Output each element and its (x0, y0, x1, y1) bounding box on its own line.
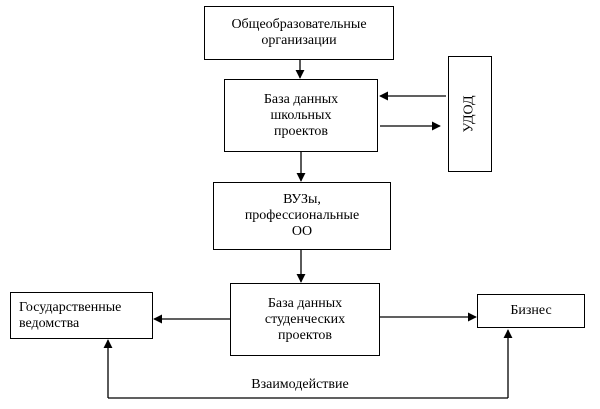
node-udod: УДОД (448, 56, 492, 172)
node-label: Государственные ведомства (19, 299, 122, 331)
node-business: Бизнес (477, 294, 585, 328)
node-universities: ВУЗы, профессиональные ОО (213, 182, 391, 250)
node-label: Общеобразовательные организации (231, 17, 367, 48)
node-label: УДОД (461, 95, 477, 133)
interaction-label: Взаимодействие (251, 377, 349, 392)
node-label: База данных студенческих проектов (264, 295, 346, 343)
node-government-agencies: Государственные ведомства (10, 292, 153, 339)
node-general-education-organizations: Общеобразовательные организации (204, 6, 394, 60)
node-label: ВУЗы, профессиональные ОО (244, 192, 360, 239)
node-school-projects-database: База данных школьных проектов (224, 79, 378, 152)
node-student-projects-database: База данных студенческих проектов (230, 283, 380, 356)
node-label: Бизнес (510, 303, 552, 318)
node-label: База данных школьных проектов (263, 91, 339, 139)
